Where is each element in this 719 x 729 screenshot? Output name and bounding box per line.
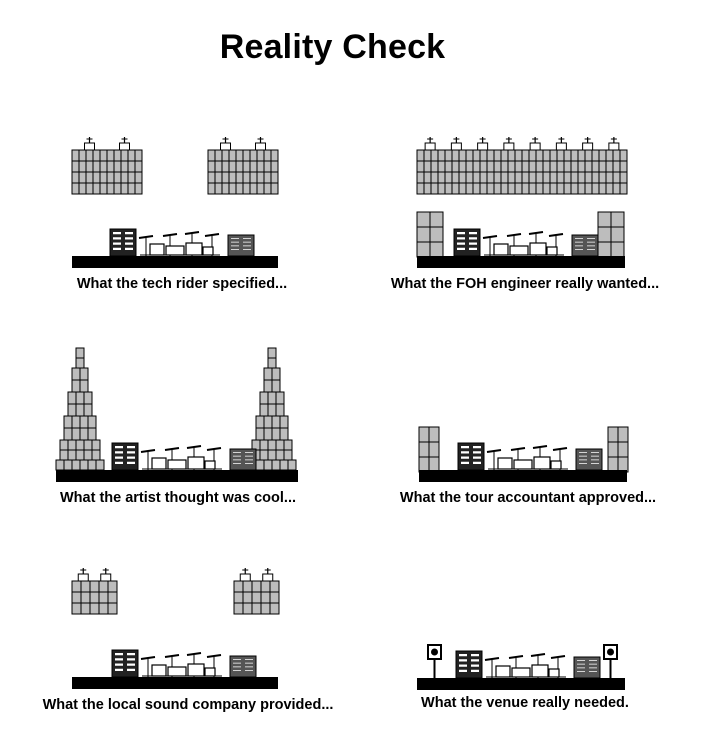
stage-deck [417,678,625,690]
caption-local-sound-company: What the local sound company provided... [42,697,334,713]
panel-tech-rider [71,137,279,268]
panel-tour-accountant [418,426,629,482]
page-title: Reality Check [219,28,446,66]
panel-venue [417,644,625,690]
panel-foh-engineer [416,137,628,268]
panel-local-sound-company [71,568,280,689]
panel-artist [55,347,298,482]
caption-foh-engineer: What the FOH engineer really wanted... [390,276,660,292]
caption-venue: What the venue really needed. [421,695,629,711]
stage-deck [419,470,627,482]
stage-deck [56,470,298,482]
caption-tour-accountant: What the tour accountant approved... [399,490,657,506]
caption-artist: What the artist thought was cool... [59,490,297,506]
caption-tech-rider: What the tech rider specified... [76,276,288,292]
stage-deck [417,256,625,268]
stage-deck [72,256,278,268]
stage-deck [72,677,278,689]
